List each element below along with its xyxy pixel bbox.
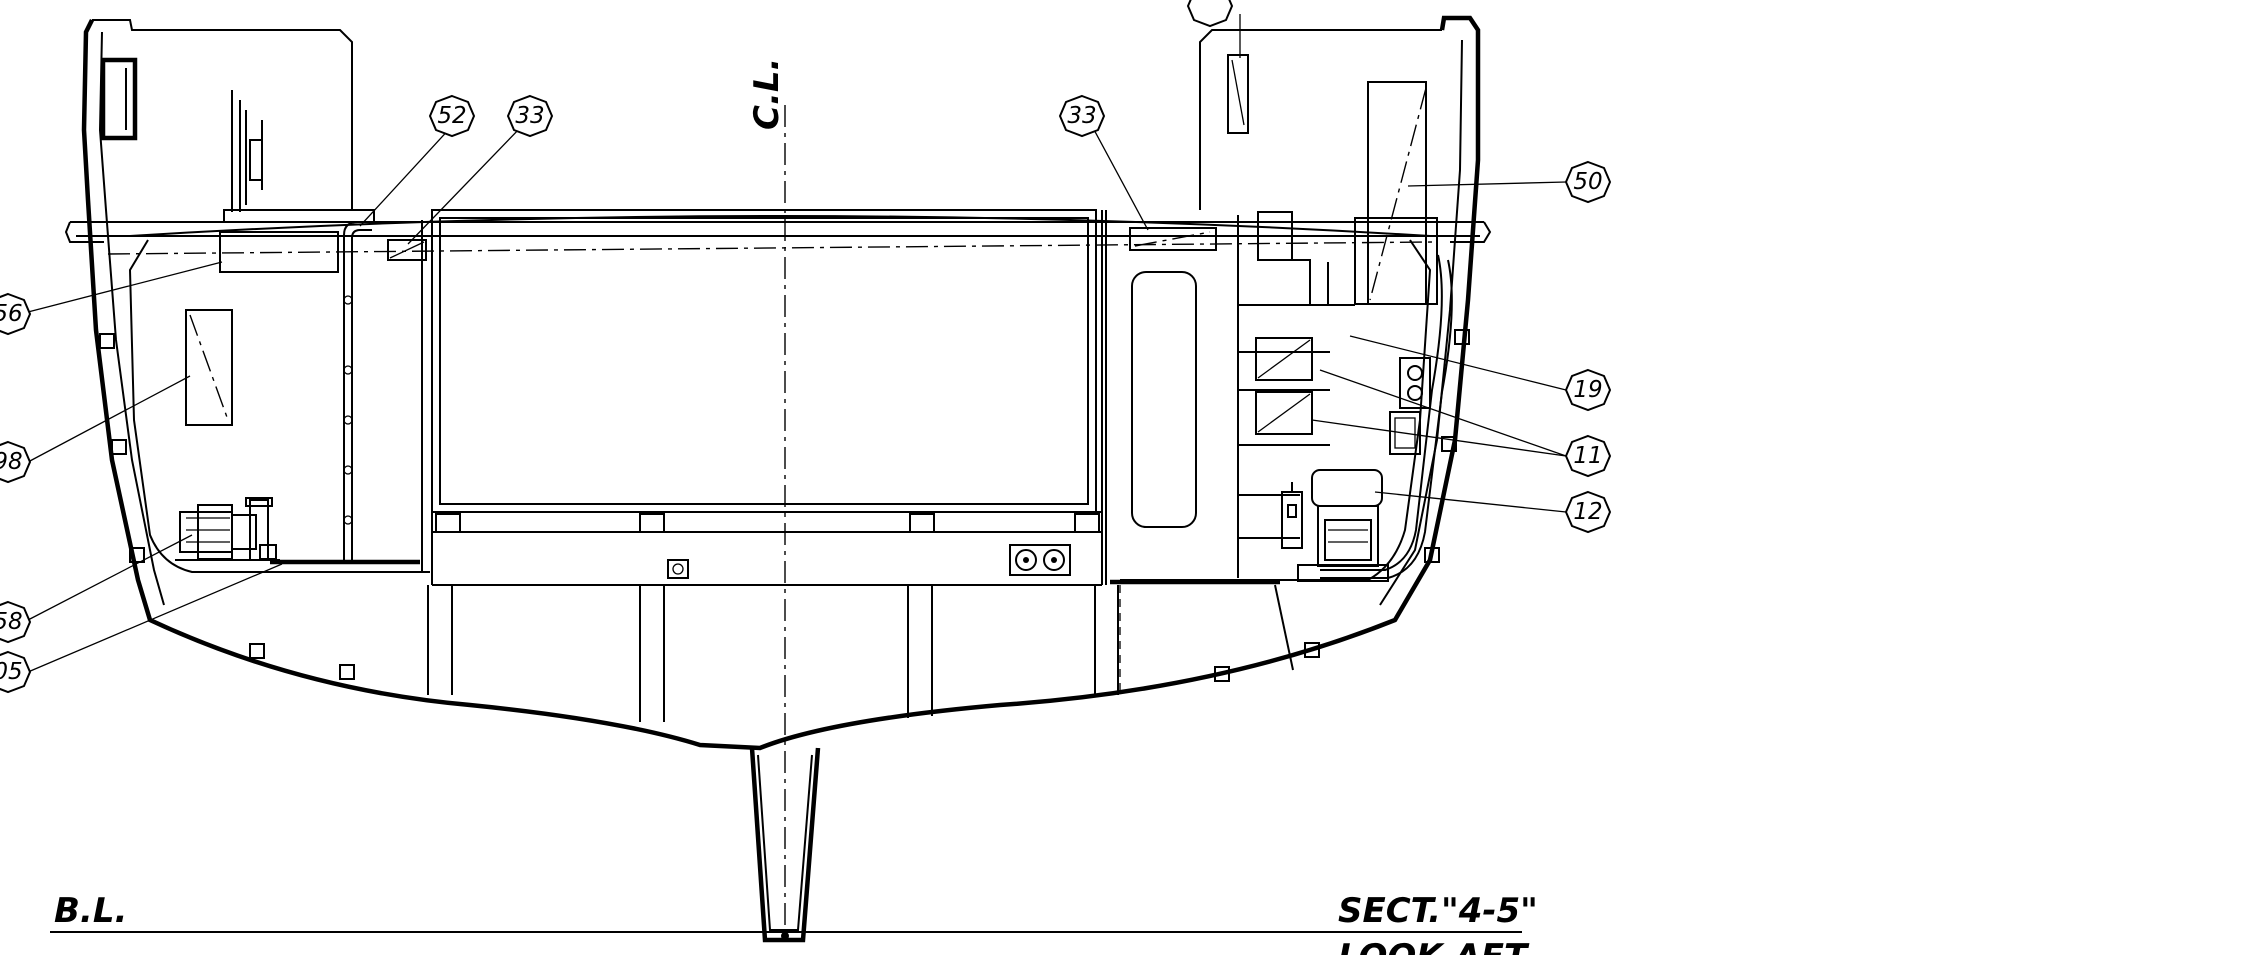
callout-58-text: 58 [0, 609, 23, 635]
callout-11-text: 11 [1573, 443, 1602, 469]
baseline-label: B.L. [54, 891, 127, 931]
callout-05-text: 05 [0, 659, 23, 685]
centre-longitudinal-dashline [107, 241, 1433, 255]
callout-52-text: 52 [437, 103, 466, 129]
callout-50-text: 50 [1573, 169, 1602, 195]
centerline-label: C.L. [747, 58, 787, 130]
centre-hold [431, 209, 1103, 586]
callout-98-text: 98 [0, 449, 23, 475]
callout-05: 05 [0, 650, 32, 694]
callout-56-text: 56 [0, 301, 23, 327]
callout-56: 56 [0, 292, 32, 336]
left-compartment [100, 57, 433, 572]
callout-33-left: 33 [506, 94, 554, 138]
callout-33-right: 33 [1058, 94, 1106, 138]
section-label: SECT."4-5" [1338, 891, 1538, 931]
pump-58 [175, 497, 280, 561]
motor-12 [1281, 469, 1389, 582]
callout-12: 12 [1564, 490, 1612, 534]
callout-11: 11 [1564, 434, 1612, 478]
keel [749, 747, 821, 943]
callout-33-left-text: 33 [515, 103, 544, 129]
callout-top-partial [1186, 0, 1234, 28]
bottom-girders [427, 579, 1294, 722]
callout-50: 50 [1564, 160, 1612, 204]
leader-lines [27, 14, 1567, 673]
winch-unit [223, 90, 375, 223]
view-label: LOOK AFT [1338, 937, 1530, 955]
callout-12-text: 12 [1573, 499, 1602, 525]
callout-58: 58 [0, 600, 32, 644]
callout-98: 98 [0, 440, 32, 484]
right-compartment [667, 54, 1453, 585]
callout-33-right-text: 33 [1067, 103, 1096, 129]
callout-52: 52 [428, 94, 476, 138]
shell-brackets [99, 329, 1470, 682]
callout-19: 19 [1564, 368, 1612, 412]
callout-19-text: 19 [1573, 377, 1602, 403]
